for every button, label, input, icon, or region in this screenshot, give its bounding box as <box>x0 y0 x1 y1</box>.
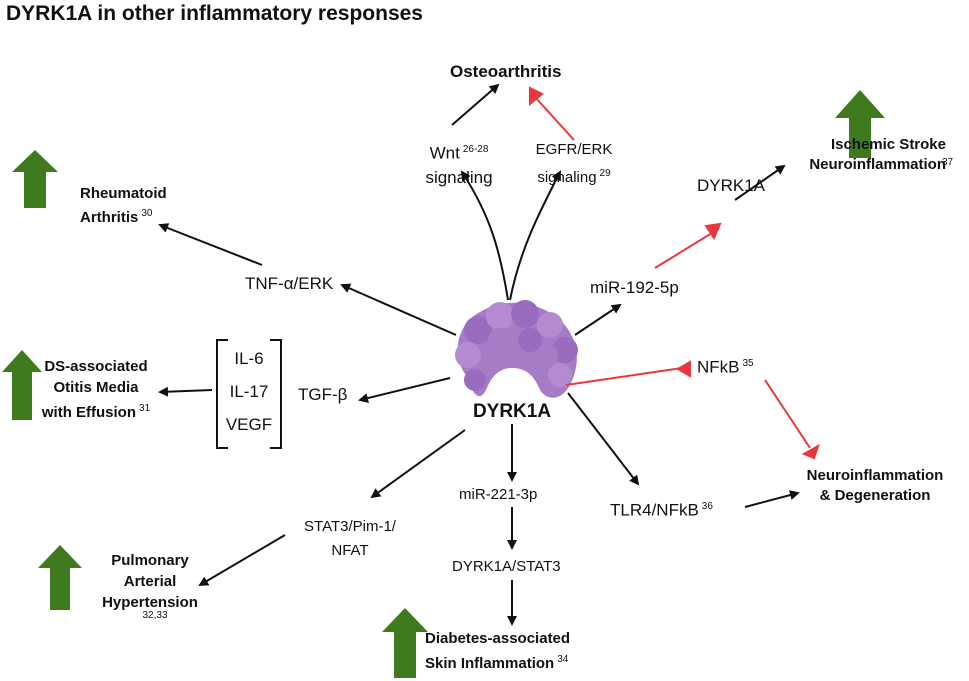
inhibition-head <box>801 443 820 460</box>
arrow <box>340 283 457 336</box>
pulmonary-hypertension-label: Pulmonary Arterial Hypertension <box>102 552 198 611</box>
dyrk1a-secondary-label: DYRK1A <box>697 176 766 195</box>
arrow <box>460 170 509 301</box>
neuroinflammation-degeneration-label: Neuroinflammation & Degeneration <box>806 467 944 504</box>
il17-label: IL-17 <box>229 382 269 401</box>
ischemic-stroke-label: Ischemic Stroke Neuroinflammation <box>809 136 946 173</box>
arrow <box>574 303 622 336</box>
page-title: DYRK1A in other inflammatory responses <box>6 2 423 25</box>
inhibition-line <box>565 367 683 386</box>
pulmonary-hypertension-ref: 32,33 <box>142 610 168 621</box>
arrow <box>198 534 286 587</box>
inhibition-line <box>534 96 575 141</box>
inhibition-head <box>676 360 691 378</box>
mir221-label: miR-221-3p <box>459 486 538 503</box>
up-arrow-icon <box>2 350 42 420</box>
arrow <box>509 170 561 301</box>
vegf-label: VEGF <box>225 415 273 434</box>
inhibition-line <box>654 232 713 269</box>
inhibition-line <box>764 379 811 449</box>
inhibition-head <box>704 222 722 241</box>
tgf-beta-label: TGF-β <box>298 385 348 404</box>
inhibition-head <box>529 86 544 107</box>
arrow <box>158 223 263 266</box>
tnf-erk-label: TNF-α/ERK <box>245 274 334 293</box>
ischemic-stroke-ref: 37 <box>942 157 954 168</box>
dyrk1a-protein-icon <box>455 300 578 398</box>
mir192-label: miR-192-5p <box>590 278 679 297</box>
arrow <box>158 386 213 397</box>
arrow <box>451 83 500 126</box>
up-arrow-icon <box>38 545 82 610</box>
osteoarthritis-label: Osteoarthritis <box>450 62 562 81</box>
cytokine-bracket <box>216 339 282 449</box>
up-arrow-icon <box>12 150 58 208</box>
center-label: DYRK1A <box>472 401 552 422</box>
arrow <box>370 429 466 499</box>
arrow <box>734 164 786 201</box>
il6-label: IL-6 <box>234 349 264 368</box>
up-arrow-icon <box>835 90 885 158</box>
arrow <box>567 392 640 486</box>
up-arrow-icon <box>382 608 428 678</box>
dyrk1a-stat3-label: DYRK1A/STAT3 <box>452 558 561 575</box>
ds-otitis-label: DS-associated Otitis Media with Effusion… <box>41 358 151 421</box>
arrow <box>744 490 800 508</box>
stat3-pim1-nfat-label: STAT3/Pim-1/ NFAT <box>304 518 396 559</box>
arrow <box>358 377 451 403</box>
